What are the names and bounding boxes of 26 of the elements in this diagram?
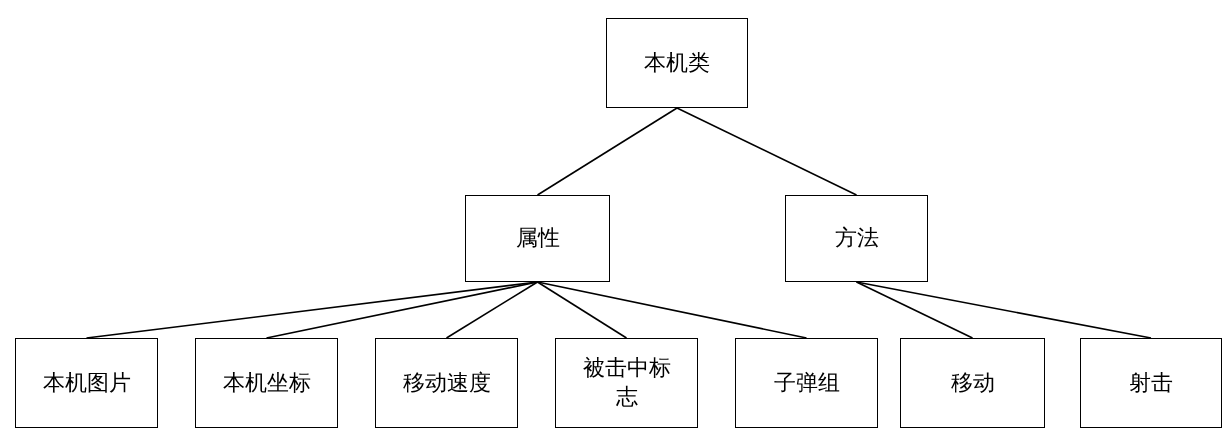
box-label: 方法 [834, 224, 879, 253]
box-label: 本机图片 [42, 368, 131, 397]
box-label: 子弹组 [773, 368, 840, 397]
box-label: 被击中标志 [581, 354, 672, 411]
connector-line [855, 281, 1152, 339]
connector-line [676, 107, 858, 196]
class-box [785, 195, 928, 282]
connector-line [445, 281, 539, 339]
class-box [465, 195, 610, 282]
class-box [1080, 338, 1222, 428]
class-box [15, 338, 158, 428]
box-label: 本机坐标 [222, 368, 311, 397]
class-box [195, 338, 338, 428]
box-label: 本机类 [644, 48, 710, 77]
class-box [900, 338, 1045, 428]
box-label: 移动速度 [402, 368, 491, 397]
connector-line [855, 281, 974, 339]
class-box [555, 338, 698, 428]
connector-line [536, 281, 628, 339]
class-box [375, 338, 518, 428]
box-label: 射击 [1129, 368, 1173, 397]
box-label: 属性 [515, 224, 560, 253]
box-label: 移动 [950, 368, 995, 397]
class-box [606, 18, 748, 108]
class-box [735, 338, 878, 428]
connector-line [536, 107, 678, 196]
